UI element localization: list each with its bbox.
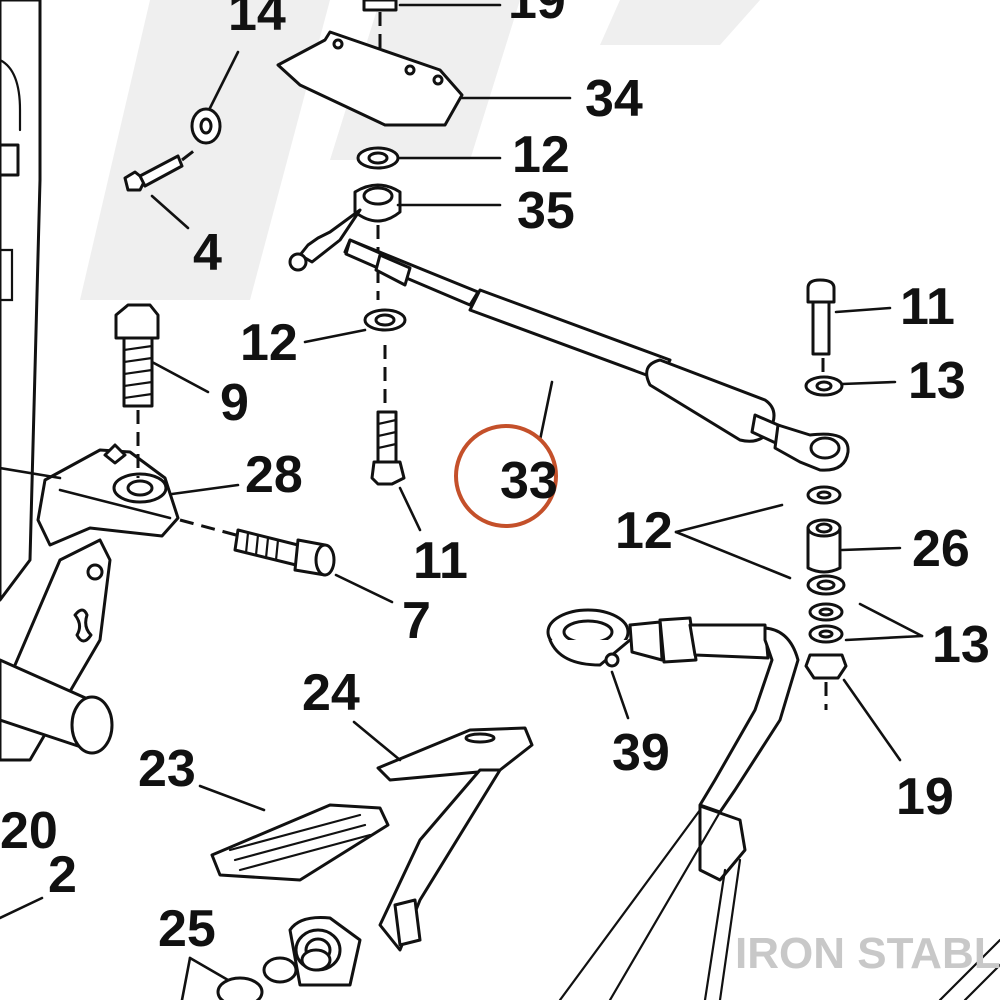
callout-23: 23 [138, 740, 196, 798]
rod-end-35 [288, 146, 402, 300]
callout-19-low: 19 [896, 768, 954, 826]
frame-tube-bottom-right [938, 938, 1000, 1000]
callout-24: 24 [302, 664, 360, 722]
callout-13-low: 13 [932, 616, 990, 674]
mount-plate-34 [276, 0, 464, 127]
callout-28: 28 [245, 446, 303, 504]
callout-26: 26 [912, 520, 970, 578]
socket-screw-7 [179, 518, 336, 577]
callout-33: 33 [500, 452, 558, 510]
callout-2: 2 [48, 846, 77, 904]
mount-bracket [0, 538, 114, 762]
callout-12-top: 12 [512, 126, 570, 184]
callout-13-right: 13 [908, 352, 966, 410]
brake-pedal [210, 726, 534, 987]
bolt-4-and-washer-14 [123, 107, 222, 192]
shift-clevis [0, 443, 180, 547]
callout-11-mid: 11 [413, 532, 468, 590]
brake-line-39 [546, 608, 800, 1000]
watermark: IRON STABLE [735, 929, 1000, 978]
background-watermark-shapes [80, 0, 760, 300]
callout-14: 14 [228, 0, 286, 42]
callout-12-mid: 12 [615, 502, 673, 560]
callout-39: 39 [612, 724, 670, 782]
callout-11-right: 11 [900, 278, 955, 336]
callout-20: 20 [0, 802, 58, 860]
callout-labels: 14 19 34 12 35 4 12 11 13 9 28 11 12 26 … [0, 0, 990, 958]
bolt-9 [114, 303, 160, 478]
callout-9: 9 [220, 374, 249, 432]
frame-section [0, 0, 42, 602]
callout-34: 34 [585, 70, 643, 128]
callout-35: 35 [517, 182, 575, 240]
callout-25: 25 [158, 900, 216, 958]
leader-lines [0, 3, 924, 1000]
callout-7: 7 [402, 592, 431, 650]
highlighted-callout-33: 33 [454, 424, 558, 528]
callout-4: 4 [193, 224, 222, 282]
washer-and-bolt-11 [363, 308, 407, 486]
shift-rod-33 [343, 238, 850, 472]
callout-12-left: 12 [240, 314, 298, 372]
callout-19-top: 19 [508, 0, 566, 30]
highlight-ring [454, 424, 558, 528]
pivot-washers [216, 948, 332, 1000]
right-hardware-stack [804, 278, 848, 710]
